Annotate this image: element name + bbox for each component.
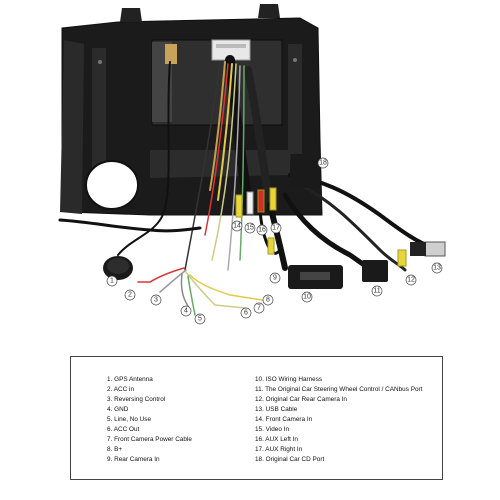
legend-item: 5. Line, No Use xyxy=(107,416,152,423)
callout-16: 16 xyxy=(256,224,268,236)
canbus-connector xyxy=(362,260,388,282)
vent-cutout xyxy=(86,161,138,209)
legend-item: 8. B+ xyxy=(107,446,123,453)
callout-18: 18 xyxy=(317,157,329,169)
legend-item: 9. Rear Camera In xyxy=(107,456,160,463)
callout-7: 7 xyxy=(253,302,265,314)
svg-text:7: 7 xyxy=(257,305,261,312)
callout-1: 1 xyxy=(106,275,118,287)
legend-box: 1. GPS Antenna 2. ACC in 3. Reversing Co… xyxy=(70,356,443,480)
left-mount-bracket xyxy=(92,48,106,178)
callout-17: 17 xyxy=(270,222,282,234)
legend-column-left: 1. GPS Antenna 2. ACC in 3. Reversing Co… xyxy=(107,375,192,465)
svg-text:4: 4 xyxy=(184,308,188,315)
callout-5: 5 xyxy=(194,313,206,325)
callout-markers: 1 2 3 4 5 6 7 8 9 10 11 12 13 14 15 16 1… xyxy=(106,157,443,325)
svg-text:5: 5 xyxy=(198,316,202,323)
gps-port xyxy=(165,44,177,64)
callout-6: 6 xyxy=(240,307,252,319)
callout-4: 4 xyxy=(180,305,192,317)
svg-text:12: 12 xyxy=(407,277,415,284)
svg-text:14: 14 xyxy=(233,223,241,230)
svg-text:8: 8 xyxy=(266,297,270,304)
harness-product-photo: 1 2 3 4 5 6 7 8 9 10 11 12 13 14 15 16 1… xyxy=(58,4,446,325)
legend-item: 6. ACC Out xyxy=(107,426,140,433)
legend-item: 16. AUX Left In xyxy=(255,436,298,443)
callout-15: 15 xyxy=(244,222,256,234)
callout-2: 2 xyxy=(124,289,136,301)
legend-item: 17. AUX Right In xyxy=(255,446,303,453)
legend-item: 14. Front Camera In xyxy=(255,416,313,423)
svg-text:11: 11 xyxy=(373,288,380,295)
usb-connector xyxy=(424,241,446,257)
svg-text:18: 18 xyxy=(319,160,327,167)
cd-port-connector xyxy=(290,160,320,188)
head-unit-frame xyxy=(60,4,323,216)
legend-item: 3. Reversing Control xyxy=(107,396,166,403)
legend-item: 1. GPS Antenna xyxy=(107,376,153,383)
legend-item: 11. The Original Car Steering Wheel Cont… xyxy=(255,386,423,393)
legend-item: 12. Original Car Rear Camera In xyxy=(255,396,347,403)
legend-item: 10. ISO Wiring Harness xyxy=(255,376,323,383)
callout-13: 13 xyxy=(431,262,443,274)
legend-item: 7. Front Camera Power Cable xyxy=(107,436,192,443)
legend-item: 18. Original Car CD Port xyxy=(255,456,325,463)
callout-11: 11 xyxy=(371,285,383,297)
svg-text:17: 17 xyxy=(272,225,280,232)
svg-text:2: 2 xyxy=(128,292,132,299)
svg-text:1: 1 xyxy=(110,278,114,285)
top-mount-tab-left xyxy=(120,8,142,22)
top-mount-tab-right xyxy=(258,4,280,18)
legend-item: 4. GND xyxy=(107,406,129,413)
right-mount-bracket xyxy=(288,44,302,154)
legend-item: 15. Video In xyxy=(255,426,289,433)
legend-item: 2. ACC in xyxy=(107,386,134,393)
svg-text:15: 15 xyxy=(246,225,254,232)
gps-antenna xyxy=(103,256,133,280)
svg-text:6: 6 xyxy=(244,310,248,317)
legend-item: 13. USB Cable xyxy=(255,406,298,413)
svg-text:16: 16 xyxy=(258,227,266,234)
rca-plugs xyxy=(235,187,407,267)
svg-text:13: 13 xyxy=(433,265,441,272)
callout-14: 14 xyxy=(231,220,243,232)
legend-column-right: 10. ISO Wiring Harness 11. The Original … xyxy=(255,375,422,465)
callout-12: 12 xyxy=(405,274,417,286)
callout-3: 3 xyxy=(150,294,162,306)
svg-text:10: 10 xyxy=(303,294,311,301)
callout-10: 10 xyxy=(301,291,313,303)
callout-8: 8 xyxy=(262,294,274,306)
callout-9: 9 xyxy=(269,272,281,284)
svg-text:3: 3 xyxy=(154,297,158,304)
svg-text:9: 9 xyxy=(273,275,277,282)
